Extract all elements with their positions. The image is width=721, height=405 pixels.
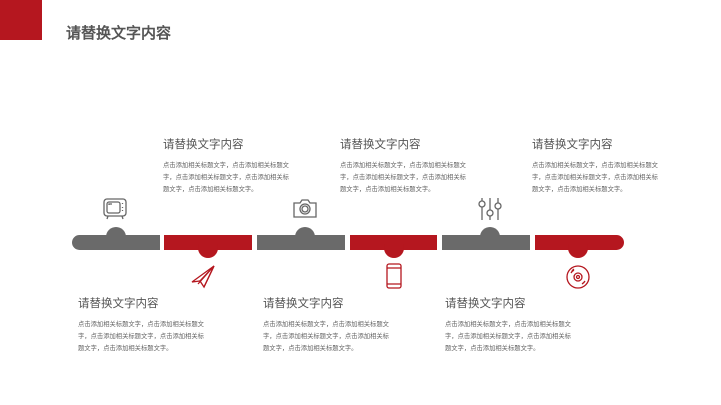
step-title: 请替换文字内容 [163,137,244,151]
step-body: 点击添加相关标题文字，点击添加相关标题文字，点击添加相关标题文字，点击添加相关标… [163,162,289,193]
tv-icon [103,198,127,220]
timeline-node-4 [384,238,404,258]
tablet-icon [386,263,402,289]
timeline-node-6 [568,238,588,258]
step-body: 点击添加相关标题文字，点击添加相关标题文字，点击添加相关标题文字，点击添加相关标… [78,321,204,352]
step-2-text: 请替换文字内容点击添加相关标题文字，点击添加相关标题文字，点击添加相关标题文字，… [163,136,293,196]
step-3-text: 请替换文字内容点击添加相关标题文字，点击添加相关标题文字，点击添加相关标题文字，… [263,295,393,355]
step-body: 点击添加相关标题文字，点击添加相关标题文字，点击添加相关标题文字，点击添加相关标… [263,321,389,352]
step-5-text: 请替换文字内容点击添加相关标题文字，点击添加相关标题文字，点击添加相关标题文字，… [445,295,575,355]
step-title: 请替换文字内容 [263,296,344,310]
page-title: 请替换文字内容 [66,24,172,42]
timeline-node-5 [480,227,500,247]
step-title: 请替换文字内容 [532,137,613,151]
step-body: 点击添加相关标题文字，点击添加相关标题文字，点击添加相关标题文字，点击添加相关标… [340,162,466,193]
step-title: 请替换文字内容 [78,296,159,310]
step-title: 请替换文字内容 [340,137,421,151]
step-6-text: 请替换文字内容点击添加相关标题文字，点击添加相关标题文字，点击添加相关标题文字，… [532,136,662,196]
step-body: 点击添加相关标题文字，点击添加相关标题文字，点击添加相关标题文字，点击添加相关标… [532,162,658,193]
timeline-node-2 [198,238,218,258]
accent-square [0,0,42,40]
camera-icon [293,199,317,218]
sliders-icon [478,198,502,220]
step-body: 点击添加相关标题文字，点击添加相关标题文字，点击添加相关标题文字，点击添加相关标… [445,321,571,352]
paper-plane-icon [191,265,215,289]
disc-icon [566,265,590,289]
timeline-node-3 [295,227,315,247]
step-1-text: 请替换文字内容点击添加相关标题文字，点击添加相关标题文字，点击添加相关标题文字，… [78,295,208,355]
timeline-node-1 [106,227,126,247]
step-title: 请替换文字内容 [445,296,526,310]
step-4-text: 请替换文字内容点击添加相关标题文字，点击添加相关标题文字，点击添加相关标题文字，… [340,136,470,196]
